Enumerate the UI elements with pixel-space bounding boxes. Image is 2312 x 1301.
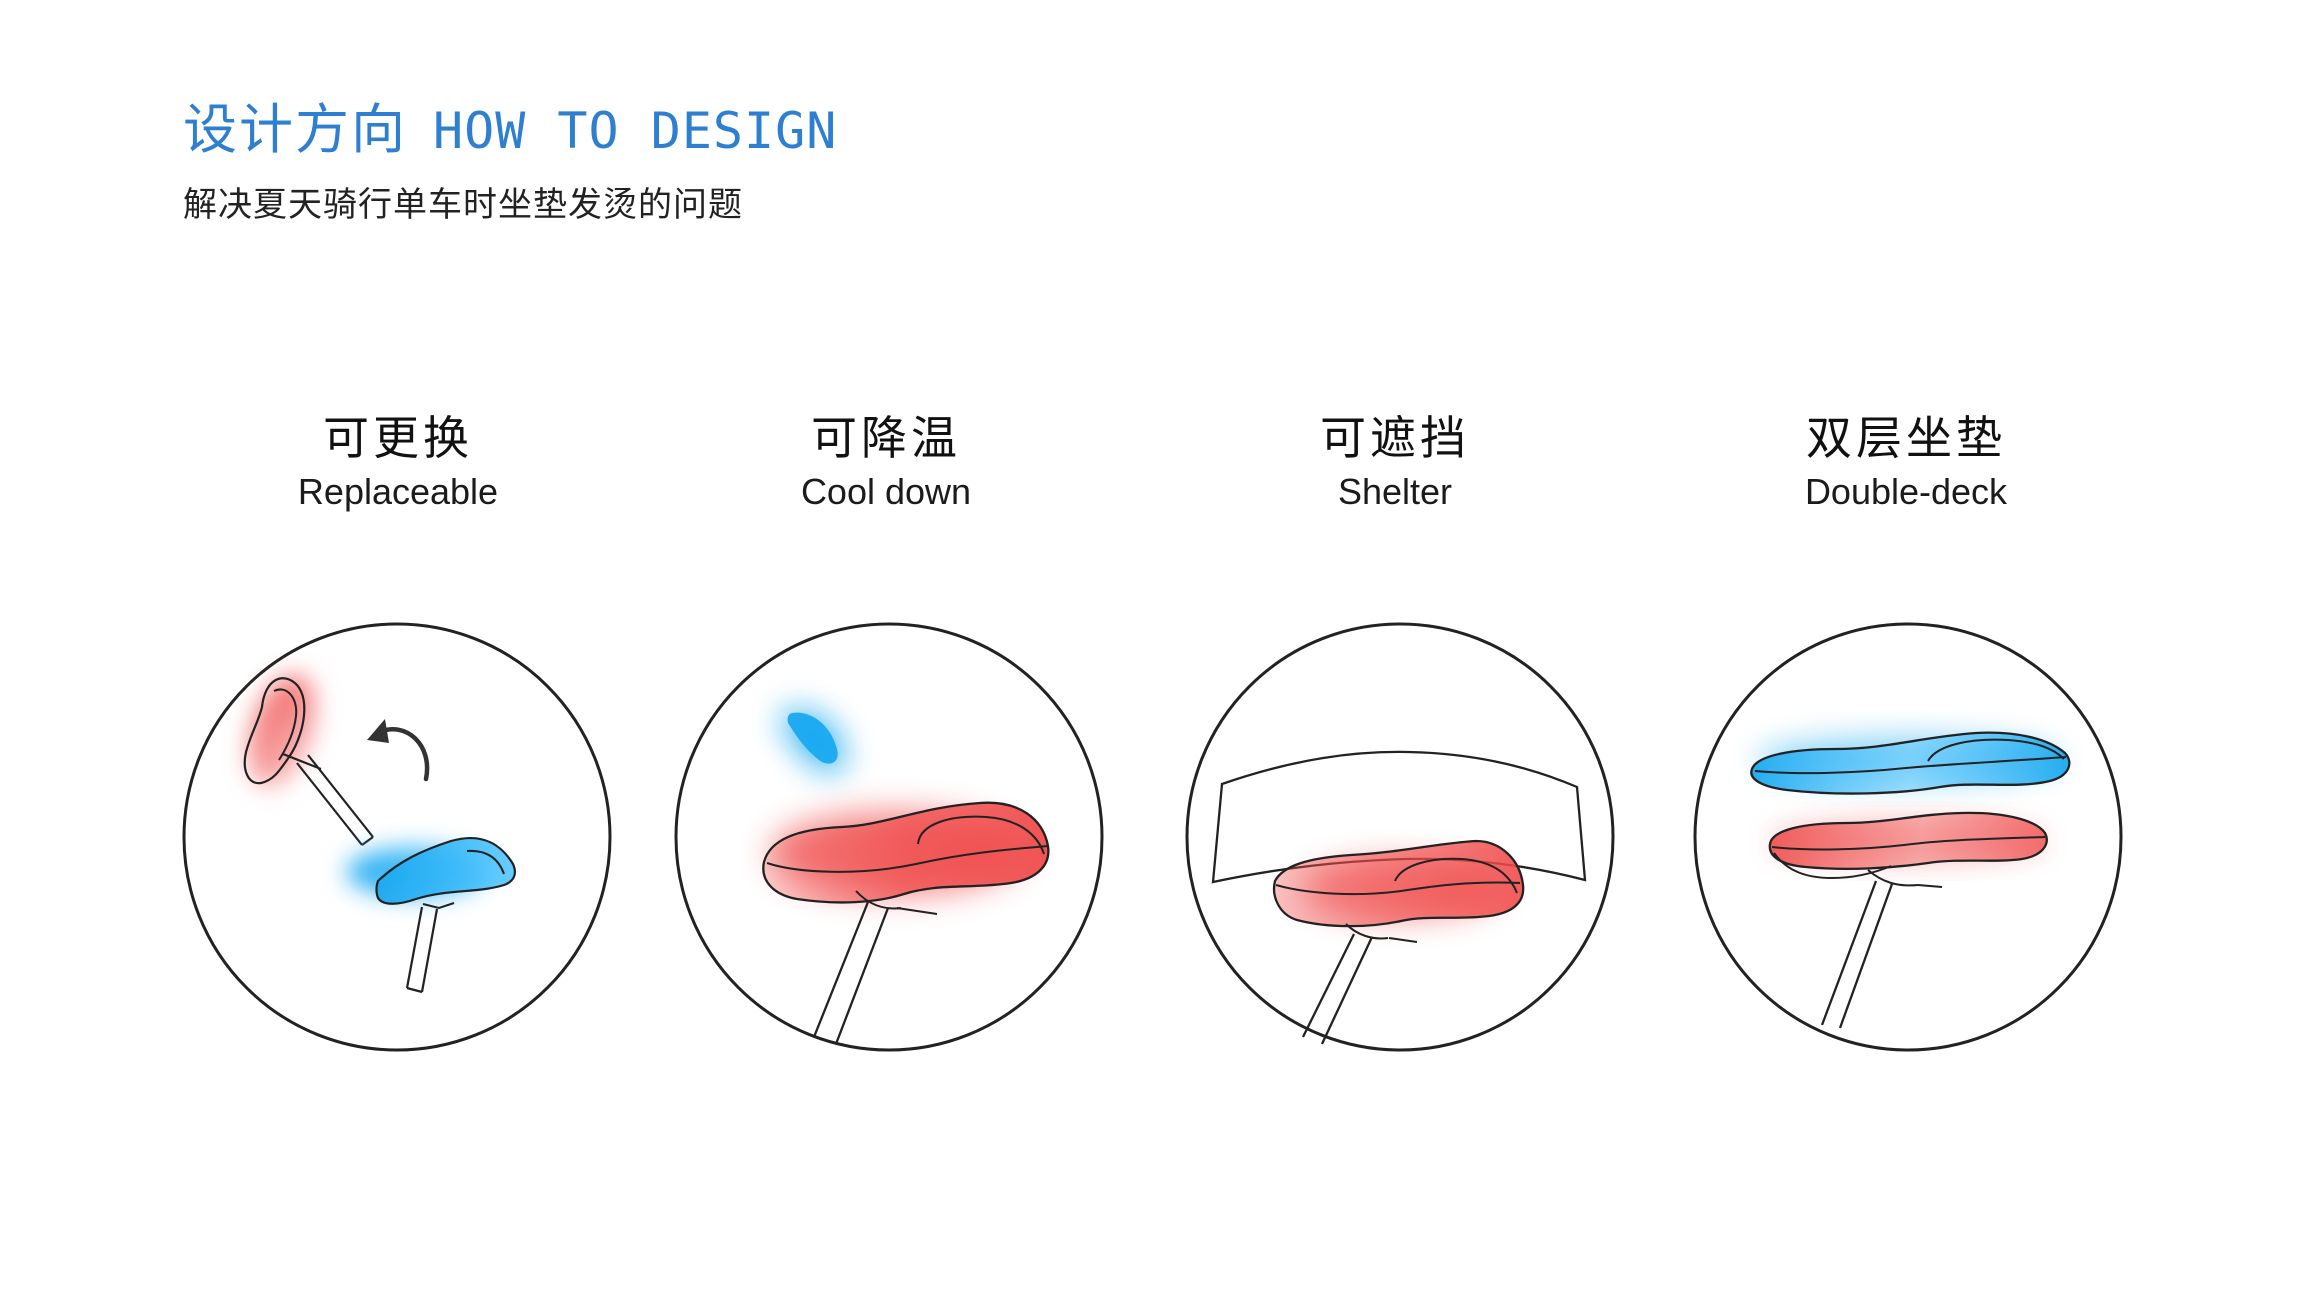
page-title: 设计方向 HOW TO DESIGN — [183, 98, 838, 161]
feature-title-chinese: 可降温 — [811, 411, 961, 465]
illustration-shelter — [1182, 619, 1618, 1055]
illustration-double-deck — [1690, 619, 2126, 1055]
feature-label-double-deck: 双层坐垫 Double-deck — [1686, 412, 2126, 513]
lower-hot-layer — [1768, 811, 2048, 880]
header: 设计方向 HOW TO DESIGN 解决夏天骑行单车时坐垫发烫的问题 — [183, 100, 837, 226]
feature-title-english: Cool down — [800, 470, 972, 512]
feature-title-english: Double-deck — [1804, 470, 2008, 512]
rotation-arrow-icon — [367, 719, 430, 782]
feature-title-chinese: 可更换 — [323, 411, 473, 465]
upper-cool-layer — [1750, 731, 2071, 795]
illustration-cool-down — [671, 619, 1107, 1055]
panel-circle — [182, 622, 612, 1052]
hot-seat — [762, 801, 1050, 1045]
page-title-english: HOW TO DESIGN — [433, 102, 838, 160]
page-subtitle: 解决夏天骑行单车时坐垫发烫的问题 — [183, 185, 743, 226]
feature-title-chinese: 可遮挡 — [1320, 411, 1470, 465]
panel-circle — [1693, 622, 2123, 1052]
feature-title-chinese: 双层坐垫 — [1806, 411, 2006, 465]
double-deck-svg — [1693, 622, 2123, 1052]
illustration-replaceable — [179, 619, 615, 1055]
feature-title-english: Replaceable — [297, 470, 499, 512]
cooling-drop-icon — [781, 710, 845, 772]
feature-label-cool-down: 可降温 Cool down — [666, 412, 1106, 513]
cool-down-svg — [674, 622, 1104, 1052]
feature-title-english: Shelter — [1337, 470, 1453, 512]
blue-mounted-seat — [347, 836, 516, 994]
shelter-svg — [1185, 622, 1615, 1052]
seat-post — [1820, 869, 1943, 1029]
page-title-chinese: 设计方向 — [183, 98, 407, 161]
panel-circle — [1185, 622, 1615, 1052]
sheltered-seat — [1272, 839, 1525, 1045]
feature-label-replaceable: 可更换 Replaceable — [178, 412, 618, 513]
replaceable-svg — [182, 622, 612, 1052]
panel-circle — [674, 622, 1104, 1052]
red-detached-seat — [243, 675, 374, 846]
feature-label-shelter: 可遮挡 Shelter — [1175, 412, 1615, 513]
